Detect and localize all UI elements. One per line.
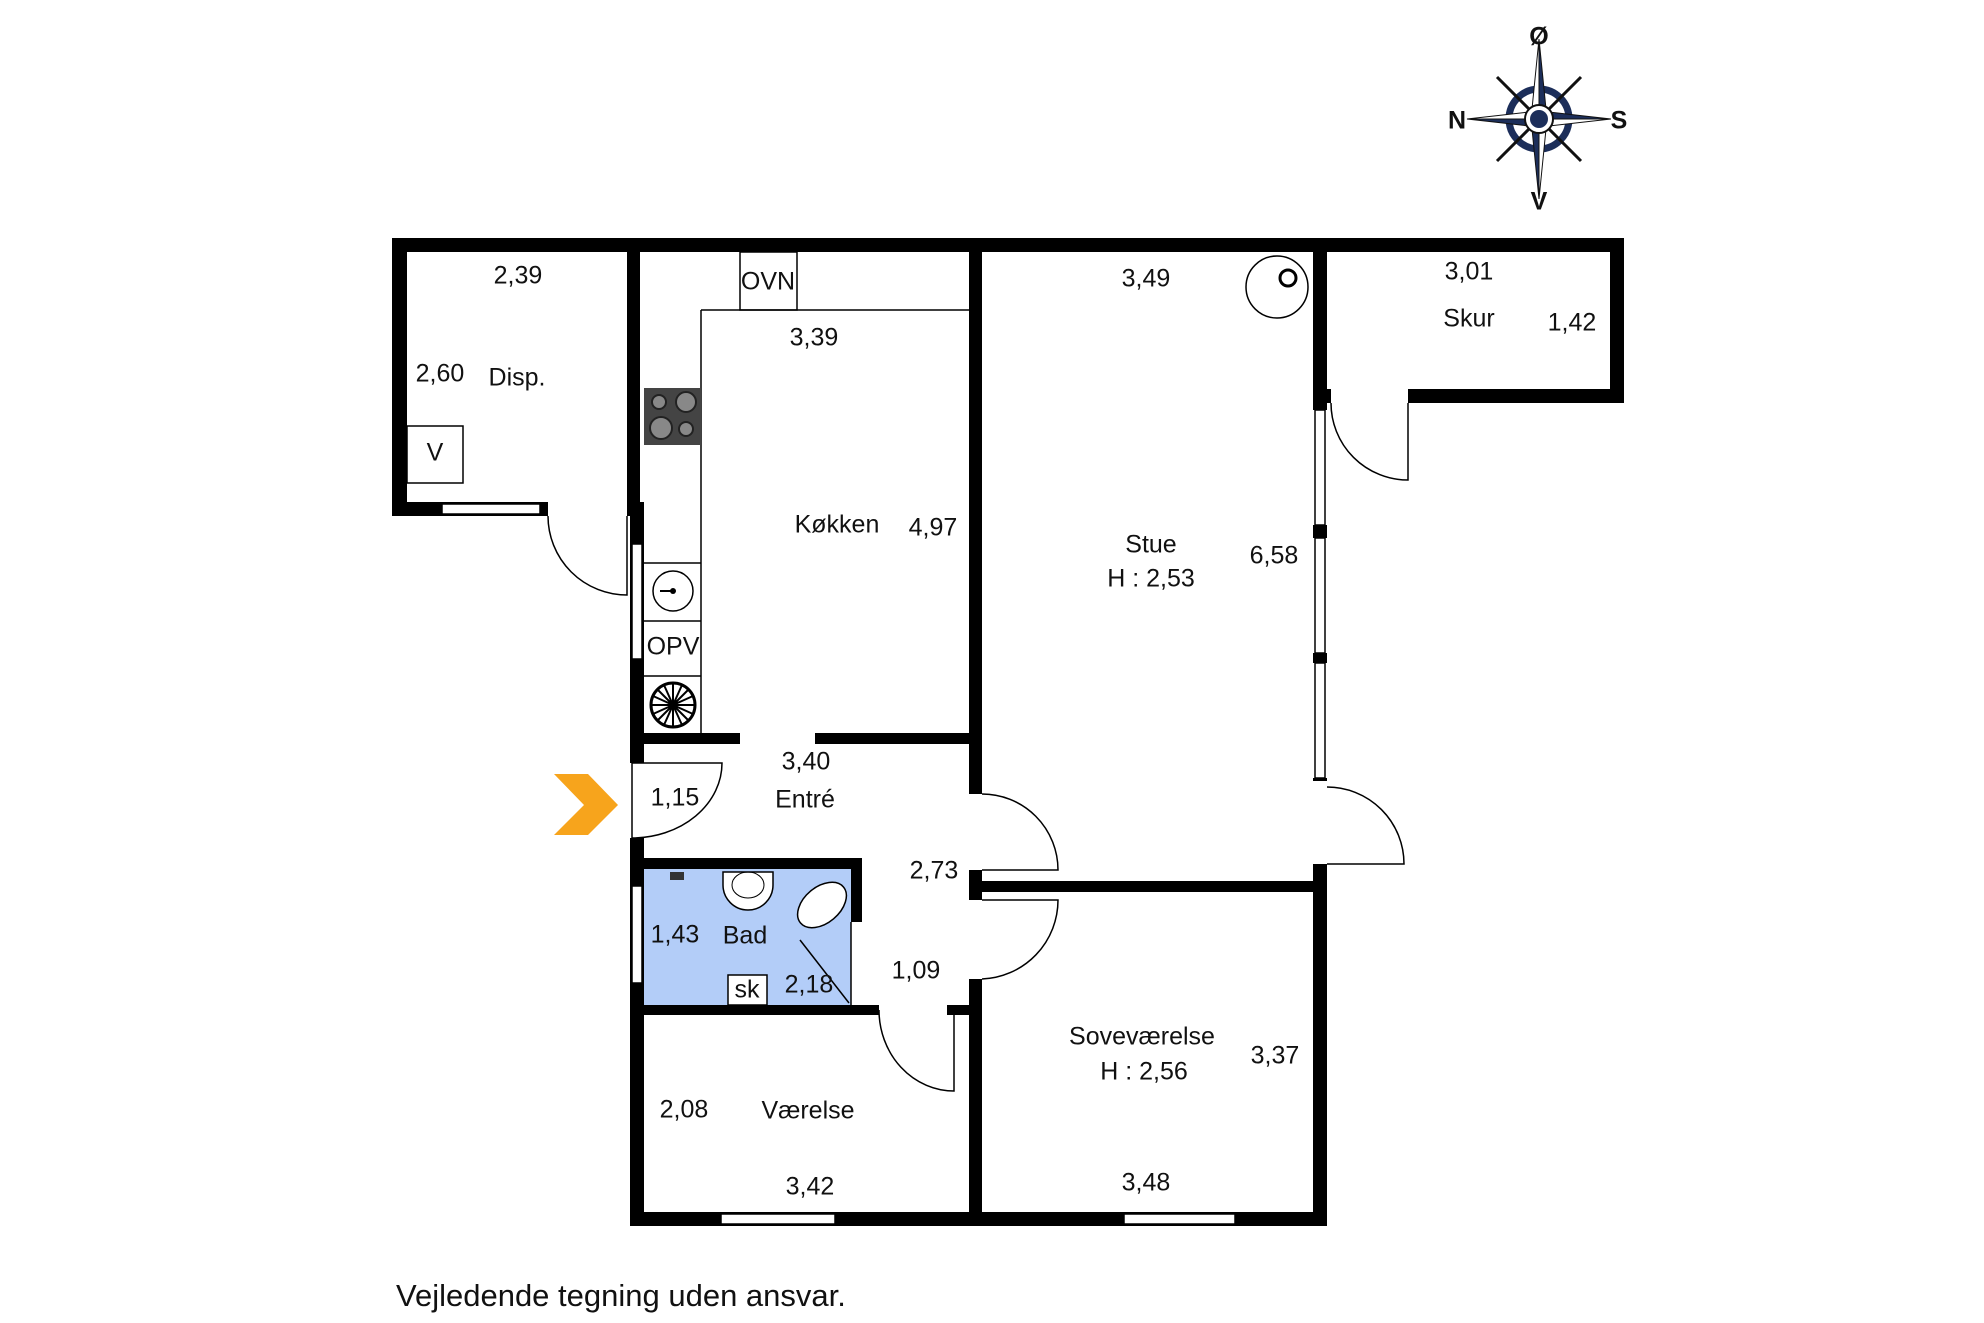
door-stue [981,793,1059,871]
disp-width: 2,39 [494,262,543,290]
room-labels: 2,39 2,60 Disp. 3,39 Køkken 4,97 3,49 St… [416,258,1597,1201]
compass-o: Ø [1529,23,1548,51]
cabinet-label: sk [735,976,761,1004]
sovevaerelse-height: H : 2,56 [1100,1058,1188,1086]
window [631,543,643,660]
stove-circle-icon [1245,255,1309,319]
windows [441,409,1326,1225]
sovevaerelse-name: Soveværelse [1069,1023,1215,1051]
window [441,503,541,515]
doors [547,402,1409,1092]
compass-rose-icon: N S Ø V [1448,23,1627,216]
door-skur [1330,402,1409,481]
kitchen-name: Køkken [795,511,880,539]
stue-depth: 6,58 [1250,542,1299,570]
disclaimer-text: Vejledende tegning uden ansvar. [396,1278,846,1313]
stue-name: Stue [1125,531,1176,559]
sink-icon [652,570,694,612]
entre-depth: 1,15 [651,784,700,812]
compass-n: N [1448,107,1466,135]
window [1314,409,1326,526]
compass-s: S [1611,107,1628,135]
disp-name: Disp. [489,364,546,392]
v-box [406,425,464,484]
window [1314,662,1326,779]
sovevaerelse-width: 3,48 [1122,1169,1171,1197]
entre-width: 3,40 [782,748,831,776]
window [720,1213,836,1225]
compass-v: V [1531,188,1548,216]
door-garden [1326,786,1405,865]
walls [392,238,1624,1226]
disp-depth: 2,60 [416,360,465,388]
door-bad [799,922,852,1005]
sovevaerelse-depth: 3,37 [1251,1042,1300,1070]
bad-width: 2,18 [785,971,834,999]
door-sovevaerelse [981,899,1059,980]
door-vaerelse [878,1009,955,1092]
v-label: V [427,439,444,467]
oven-box [739,251,798,311]
entrance-arrow-icon [554,774,618,835]
hall-dim-2: 1,09 [892,957,941,985]
dishwasher-label: OPV [647,633,700,661]
window [1314,537,1326,654]
tap-icon [670,872,684,880]
skur-depth: 1,42 [1548,309,1597,337]
stue-height: H : 2,53 [1107,565,1195,593]
kitchen-fixtures: OVN OPV [644,251,969,733]
front-door [631,762,723,839]
hall-dim-1: 2,73 [910,857,959,885]
fan-icon [649,681,697,729]
vaerelse-width: 3,42 [786,1173,835,1201]
stue-width: 3,49 [1122,265,1171,293]
bathroom-fixtures: sk [670,871,848,1006]
skur-width: 3,01 [1445,258,1494,286]
cabinet-box [727,974,768,1006]
kitchen-width: 3,39 [790,324,839,352]
bad-depth: 1,43 [651,921,700,949]
door-disp [547,515,628,596]
window [631,885,643,984]
washbasin-icon [722,871,774,911]
bad-name: Bad [723,922,767,950]
kitchen-depth: 4,97 [909,514,958,542]
vaerelse-name: Værelse [761,1097,854,1125]
oven-label: OVN [741,268,795,296]
skur-name: Skur [1443,305,1494,333]
entre-name: Entré [775,786,835,814]
toilet-icon [796,881,848,929]
vaerelse-depth: 2,08 [660,1096,709,1124]
window [1123,1213,1236,1225]
